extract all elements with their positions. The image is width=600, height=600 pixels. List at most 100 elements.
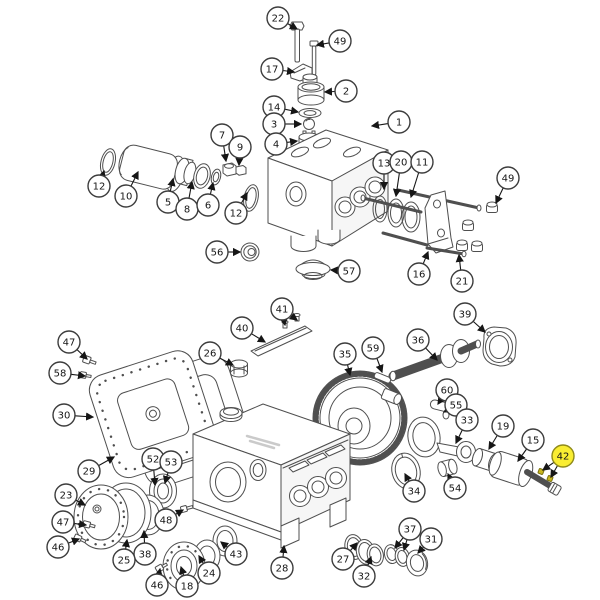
callout-circle-46-left[interactable]	[46, 535, 70, 559]
callout-46-left[interactable]: 46	[46, 535, 81, 559]
callout-circle-54[interactable]	[443, 476, 467, 500]
callout-circle-53[interactable]	[159, 450, 183, 474]
callout-47-cover[interactable]: 47	[57, 330, 88, 360]
callout-circle-22[interactable]	[266, 6, 290, 30]
callout-circle-9[interactable]	[228, 135, 252, 159]
callout-circle-30[interactable]	[52, 403, 76, 427]
callout-37[interactable]: 37	[394, 517, 422, 552]
callout-43[interactable]: 43	[220, 541, 248, 566]
callout-6[interactable]: 6	[196, 181, 220, 217]
callout-circle-2[interactable]	[334, 79, 358, 103]
callout-10[interactable]: 10	[114, 170, 139, 208]
callout-circle-34[interactable]	[402, 479, 426, 503]
callout-40[interactable]: 40	[230, 316, 267, 343]
callout-19[interactable]: 19	[488, 414, 515, 451]
callout-23[interactable]: 23	[54, 483, 87, 507]
callout-7[interactable]: 7	[210, 123, 234, 163]
callout-53[interactable]: 53	[159, 450, 183, 485]
callout-8[interactable]: 8	[175, 180, 199, 221]
callout-circle-36[interactable]	[406, 328, 430, 352]
callout-3[interactable]: 3	[262, 112, 303, 136]
callout-33[interactable]: 33	[455, 408, 479, 445]
callout-39[interactable]: 39	[453, 302, 486, 333]
callout-34[interactable]: 34	[402, 472, 426, 503]
callout-circle-21[interactable]	[450, 269, 474, 293]
callout-circle-39[interactable]	[453, 302, 477, 326]
callout-27[interactable]: 27	[331, 542, 358, 571]
callout-circle-46-front[interactable]	[145, 573, 169, 597]
callout-circle-16[interactable]	[407, 262, 431, 286]
callout-26[interactable]: 26	[198, 341, 235, 366]
callout-circle-23[interactable]	[54, 483, 78, 507]
callout-48[interactable]: 48	[154, 508, 185, 532]
callout-circle-37[interactable]	[398, 517, 422, 541]
callout-36[interactable]: 36	[406, 328, 438, 361]
callout-49-top[interactable]: 49	[315, 29, 352, 53]
callout-12-right[interactable]: 12	[224, 191, 248, 225]
callout-16[interactable]: 16	[407, 250, 431, 286]
callout-35[interactable]: 35	[333, 342, 357, 377]
callout-circle-47-cover[interactable]	[57, 330, 81, 354]
callout-circle-6[interactable]	[196, 193, 220, 217]
callout-circle-28[interactable]	[270, 556, 294, 580]
callout-circle-43[interactable]	[224, 542, 248, 566]
callout-57[interactable]: 57	[329, 259, 361, 283]
callout-circle-10[interactable]	[114, 184, 138, 208]
callout-15[interactable]: 15	[517, 428, 545, 463]
callout-circle-48[interactable]	[154, 508, 178, 532]
callout-2[interactable]: 2	[323, 79, 358, 103]
callout-13[interactable]: 13	[372, 151, 396, 191]
callout-59[interactable]: 59	[361, 336, 385, 374]
callout-circle-41[interactable]	[270, 297, 294, 321]
callout-circle-24[interactable]	[197, 561, 221, 585]
callout-circle-12-right[interactable]	[224, 201, 248, 225]
callout-circle-19[interactable]	[491, 414, 515, 438]
callout-circle-1[interactable]	[387, 110, 411, 134]
callout-circle-35[interactable]	[333, 342, 357, 366]
callout-circle-26[interactable]	[198, 341, 222, 365]
callout-circle-59[interactable]	[361, 336, 385, 360]
callout-30[interactable]: 30	[52, 403, 95, 427]
callout-58[interactable]: 58	[48, 361, 87, 385]
callout-1[interactable]: 1	[370, 110, 411, 134]
callout-circle-58[interactable]	[48, 361, 72, 385]
callout-circle-29[interactable]	[77, 459, 101, 483]
callout-5[interactable]: 5	[156, 177, 180, 214]
callout-circle-18[interactable]	[175, 574, 199, 598]
callout-circle-12-left[interactable]	[87, 174, 111, 198]
callout-25[interactable]: 25	[112, 538, 136, 572]
callout-circle-15[interactable]	[521, 428, 545, 452]
callout-circle-49-right[interactable]	[496, 166, 520, 190]
callout-41[interactable]: 41	[270, 297, 298, 327]
callout-circle-47-bearing[interactable]	[51, 510, 75, 534]
callout-circle-57[interactable]	[337, 259, 361, 283]
callout-54[interactable]: 54	[443, 472, 467, 500]
callout-circle-17[interactable]	[260, 57, 284, 81]
callout-46-front[interactable]: 46	[145, 567, 169, 597]
callout-circle-4[interactable]	[264, 132, 288, 156]
callout-42[interactable]: 42	[541, 444, 575, 479]
callout-24[interactable]: 24	[197, 554, 221, 585]
callout-circle-49-top[interactable]	[328, 29, 352, 53]
callout-28[interactable]: 28	[270, 544, 294, 580]
callout-4[interactable]: 4	[264, 132, 299, 156]
callout-circle-40[interactable]	[230, 316, 254, 340]
callout-circle-42[interactable]	[551, 444, 575, 468]
callout-circle-33[interactable]	[455, 408, 479, 432]
callout-56[interactable]: 56	[205, 240, 242, 264]
callout-49-right[interactable]: 49	[495, 166, 520, 205]
callout-31[interactable]: 31	[417, 527, 443, 554]
callout-circle-11[interactable]	[410, 150, 434, 174]
callout-18[interactable]: 18	[175, 565, 199, 598]
callout-9[interactable]: 9	[228, 135, 252, 167]
callout-47-bearing[interactable]: 47	[51, 510, 88, 534]
callout-11[interactable]: 11	[409, 150, 434, 199]
callout-21[interactable]: 21	[450, 253, 474, 293]
callout-circle-56[interactable]	[205, 240, 229, 264]
callout-22[interactable]: 22	[266, 6, 299, 30]
callout-17[interactable]: 17	[260, 57, 296, 81]
callout-circle-25[interactable]	[112, 548, 136, 572]
callout-12-left[interactable]: 12	[87, 169, 111, 198]
callout-29[interactable]: 29	[77, 456, 116, 483]
callout-circle-31[interactable]	[419, 527, 443, 551]
